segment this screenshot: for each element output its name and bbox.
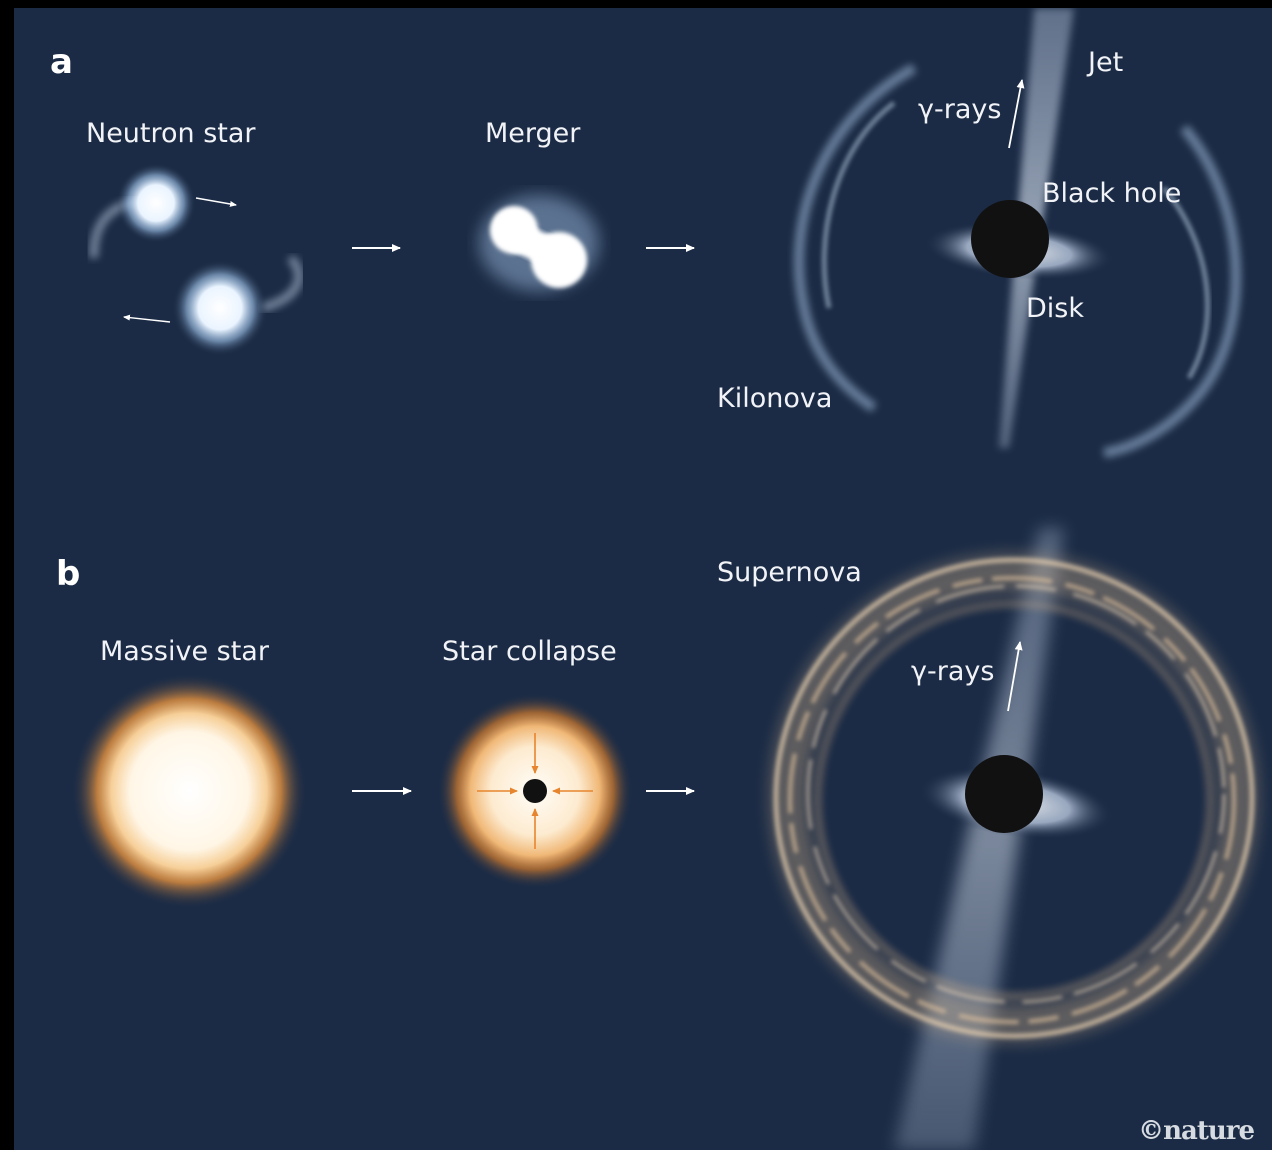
label-star-collapse: Star collapse <box>442 636 617 667</box>
panel-letter-a: a <box>50 42 73 82</box>
collapsing-star <box>437 693 633 889</box>
supernova-scene <box>770 528 1258 1150</box>
kilonova-ejecta-right <box>1103 124 1241 458</box>
label-massive-star: Massive star <box>100 636 269 667</box>
black-hole <box>971 200 1049 278</box>
gamma-ray-arrow-a <box>1008 79 1025 149</box>
label-supernova: Supernova <box>717 557 862 588</box>
neutron-star-2 <box>172 260 268 356</box>
label-disk: Disk <box>1026 293 1084 324</box>
kilonova-ejecta-left <box>793 63 917 413</box>
nature-credit: ©nature <box>1138 1116 1255 1146</box>
panel-letter-b: b <box>56 554 81 594</box>
label-kilonova: Kilonova <box>717 383 833 414</box>
label-neutron-star: Neutron star <box>86 118 256 149</box>
label-merger: Merger <box>485 118 581 149</box>
diagram-artwork <box>71 8 1258 1150</box>
orbit-arrow-1 <box>195 197 237 207</box>
supernova-black-hole <box>965 755 1043 833</box>
diagram-canvas: a Neutron star Merger γ-rays Jet Black h… <box>14 8 1272 1150</box>
collapse-core <box>523 779 547 803</box>
label-jet: Jet <box>1088 47 1124 78</box>
label-gamma-rays-a: γ-rays <box>918 94 1002 125</box>
merger-blob <box>479 195 599 291</box>
orbit-arrow-2 <box>123 314 171 323</box>
neutron-star-1 <box>116 163 196 243</box>
label-gamma-rays-b: γ-rays <box>911 656 995 687</box>
neutron-star-pair <box>89 163 304 356</box>
kilonova-scene <box>793 8 1241 458</box>
massive-star <box>71 673 307 909</box>
gamma-ray-arrow-b <box>1007 641 1023 712</box>
label-black-hole: Black hole <box>1042 178 1182 209</box>
